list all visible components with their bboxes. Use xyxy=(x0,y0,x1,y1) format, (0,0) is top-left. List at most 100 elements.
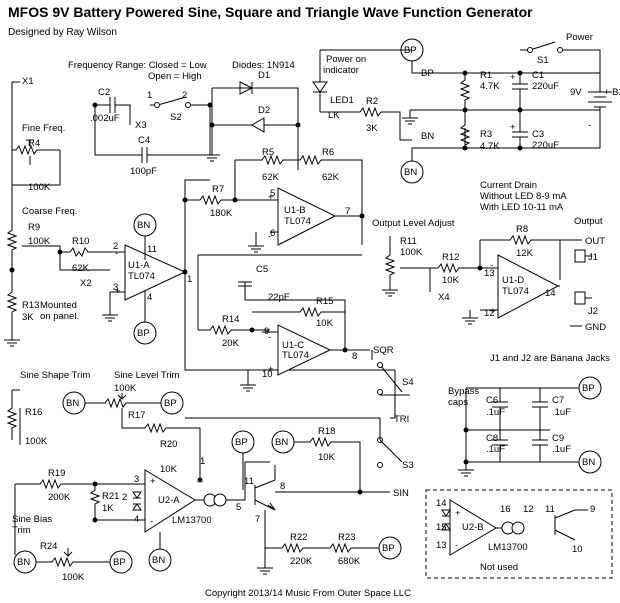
power-section: BP BN BP BN R1 4.7K R3 4.7K + C1 220uF +… xyxy=(312,32,620,213)
bn-bubble: BN xyxy=(400,160,424,184)
u1a-opamp: U1-A TL074 - + 2 3 1 11 4 BN BP xyxy=(102,179,395,371)
svg-text:R13: R13 xyxy=(22,300,39,311)
svg-text:180K: 180K xyxy=(210,208,233,219)
svg-text:12: 12 xyxy=(484,308,495,319)
svg-text:+: + xyxy=(150,476,156,487)
svg-text:3: 3 xyxy=(113,282,118,293)
svg-text:C2: C2 xyxy=(98,87,110,98)
svg-text:on panel.: on panel. xyxy=(40,311,79,322)
svg-text:.1uF: .1uF xyxy=(486,444,505,455)
svg-text:S4: S4 xyxy=(402,377,414,388)
svg-text:U1-B: U1-B xyxy=(284,205,306,216)
svg-text:10K: 10K xyxy=(316,318,334,329)
svg-text:BP: BP xyxy=(235,437,248,448)
svg-text:Power on: Power on xyxy=(326,54,366,65)
svg-text:3K: 3K xyxy=(22,312,34,323)
svg-text:3K: 3K xyxy=(366,123,378,134)
svg-text:8: 8 xyxy=(280,481,285,492)
svg-text:100K: 100K xyxy=(28,236,51,247)
svg-text:-: - xyxy=(150,516,153,527)
svg-text:8: 8 xyxy=(352,351,357,362)
svg-text:+: + xyxy=(510,72,516,83)
svg-text:R22: R22 xyxy=(290,532,307,543)
svg-text:U1-A: U1-A xyxy=(128,260,150,271)
svg-text:TL074: TL074 xyxy=(128,271,155,282)
svg-text:9: 9 xyxy=(590,504,595,515)
svg-text:R4: R4 xyxy=(28,138,40,149)
svg-text:62K: 62K xyxy=(262,172,280,183)
svg-text:11: 11 xyxy=(147,244,157,255)
svg-text:LK: LK xyxy=(328,110,340,121)
svg-text:Power: Power xyxy=(566,32,593,43)
svg-text:caps: caps xyxy=(448,397,468,408)
svg-text:10K: 10K xyxy=(318,452,336,463)
svg-text:BN: BN xyxy=(152,555,165,566)
svg-text:LM13700: LM13700 xyxy=(172,515,212,526)
svg-text:R8: R8 xyxy=(516,224,528,235)
svg-text:62K: 62K xyxy=(72,263,90,274)
svg-text:11: 11 xyxy=(244,476,254,487)
svg-text:With LED 10-11 mA: With LED 10-11 mA xyxy=(480,202,564,213)
svg-text:Trim: Trim xyxy=(12,525,31,536)
svg-text:indicator: indicator xyxy=(323,65,359,76)
svg-text:BN: BN xyxy=(137,220,150,231)
svg-text:TRI: TRI xyxy=(394,414,409,425)
svg-text:R6: R6 xyxy=(322,147,334,158)
svg-text:4.7K: 4.7K xyxy=(480,141,500,152)
svg-text:Output Level Adjust: Output Level Adjust xyxy=(372,218,455,229)
svg-text:13: 13 xyxy=(436,540,447,551)
svg-text:200K: 200K xyxy=(48,492,71,503)
svg-text:5: 5 xyxy=(236,502,241,513)
svg-text:Not used: Not used xyxy=(480,562,518,573)
svg-text:+: + xyxy=(490,306,496,317)
svg-text:220K: 220K xyxy=(290,556,313,567)
designer: Designed by Ray Wilson xyxy=(8,27,117,38)
svg-text:BP: BP xyxy=(137,328,150,339)
svg-text:100K: 100K xyxy=(25,436,48,447)
output-section: Output Level Adjust Output R11 100K R12 … xyxy=(372,216,610,364)
svg-text:R5: R5 xyxy=(262,147,274,158)
svg-text:.1uF: .1uF xyxy=(486,407,505,418)
svg-text:J1: J1 xyxy=(588,252,598,263)
u2b-unused: U2-B 14 13 15 + - 16 12 LM13700 Not used… xyxy=(425,489,613,579)
svg-text:X1: X1 xyxy=(22,76,34,87)
svg-text:BN: BN xyxy=(66,398,79,409)
svg-text:Open = High: Open = High xyxy=(148,71,202,82)
svg-text:R23: R23 xyxy=(338,532,355,543)
svg-text:2: 2 xyxy=(182,90,187,101)
switches: S4 TRI S3 SIN xyxy=(185,350,414,499)
svg-text:BP: BP xyxy=(113,557,126,568)
svg-text:J1 and J2 are Banana Jacks: J1 and J2 are Banana Jacks xyxy=(490,353,610,364)
svg-text:S1: S1 xyxy=(537,55,549,66)
svg-text:Sine Level Trim: Sine Level Trim xyxy=(114,370,180,381)
svg-text:C7: C7 xyxy=(552,395,564,406)
svg-text:Bypass: Bypass xyxy=(448,386,479,397)
svg-text:BN: BN xyxy=(275,437,288,448)
svg-text:BP: BP xyxy=(582,383,595,394)
svg-text:R7: R7 xyxy=(212,184,224,195)
svg-text:R18: R18 xyxy=(318,426,335,437)
svg-text:BN: BN xyxy=(421,131,434,142)
svg-text:J2: J2 xyxy=(588,306,598,317)
svg-text:Without LED 8-9 mA: Without LED 8-9 mA xyxy=(480,191,567,202)
svg-text:C1: C1 xyxy=(532,70,544,81)
svg-text:+ B1: + B1 xyxy=(604,87,620,98)
svg-text:BN: BN xyxy=(17,557,30,568)
svg-text:62K: 62K xyxy=(322,172,340,183)
svg-text:-: - xyxy=(490,260,493,271)
svg-text:C4: C4 xyxy=(138,135,150,146)
svg-text:13: 13 xyxy=(484,268,495,279)
svg-text:-: - xyxy=(588,120,591,131)
svg-text:U1-C: U1-C xyxy=(282,340,304,351)
svg-text:1: 1 xyxy=(200,456,205,467)
svg-text:15: 15 xyxy=(436,522,447,533)
svg-text:U2-B: U2-B xyxy=(462,522,484,533)
svg-text:10K: 10K xyxy=(442,275,460,286)
svg-text:680K: 680K xyxy=(338,556,361,567)
svg-text:12K: 12K xyxy=(516,248,534,259)
svg-text:R16: R16 xyxy=(25,407,42,418)
svg-text:R12: R12 xyxy=(442,252,459,263)
svg-text:-: - xyxy=(455,540,458,551)
sine-buffer: BP BN R18 10K 11 8 7 R22 220K R23 680K B… xyxy=(231,426,402,575)
